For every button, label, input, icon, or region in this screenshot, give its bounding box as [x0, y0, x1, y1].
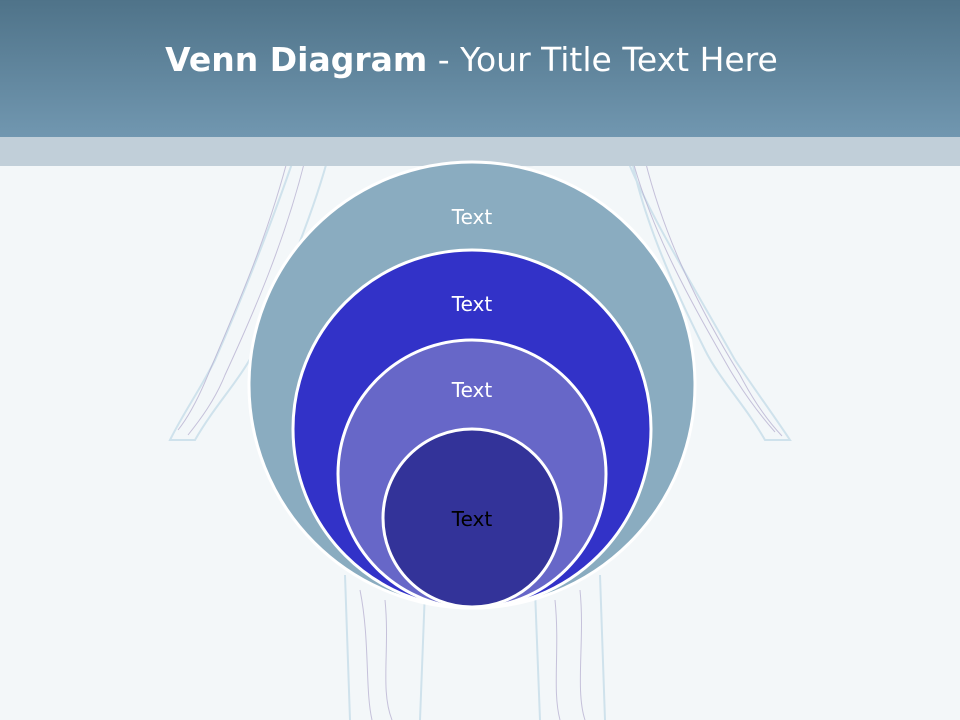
- venn-circle-inner[interactable]: Text: [381, 427, 563, 609]
- venn-label-outer: Text: [451, 205, 493, 229]
- slide-title-rest: - Your Title Text Here: [427, 40, 778, 79]
- slide-title: Venn Diagram - Your Title Text Here: [0, 40, 943, 79]
- venn-label-inner: Text: [451, 507, 493, 531]
- title-bar: [0, 0, 960, 137]
- slide-title-bold: Venn Diagram: [165, 40, 428, 79]
- venn-label-third: Text: [451, 378, 493, 402]
- venn-label-second: Text: [451, 292, 493, 316]
